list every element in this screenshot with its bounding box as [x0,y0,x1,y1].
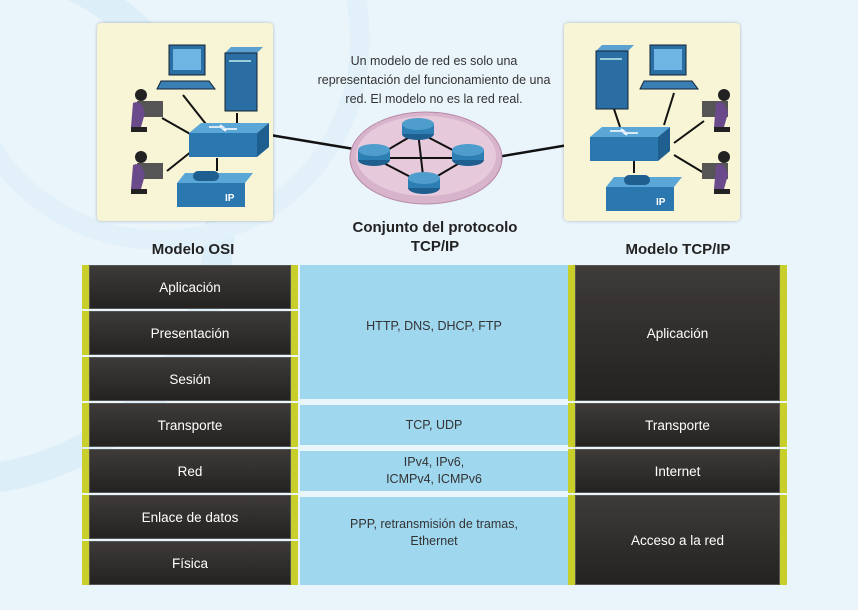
tcpip-layer-application: Aplicación [568,265,787,401]
router-icon [358,144,390,166]
protocols-internet-line2: ICMPv4, ICMPv6 [386,472,482,486]
protocols-application: HTTP, DNS, DHCP, FTP [366,318,502,333]
server-tower-icon [595,45,634,110]
protocols-internet-band: IPv4, IPv6, ICMPv4, ICMPv6 [300,451,568,491]
osi-layer-presentation: Presentación [82,311,298,355]
tcpip-layer-network-access: Acceso a la red [568,495,787,585]
network-cloud-icon [349,111,503,205]
svg-text:IP: IP [656,197,666,208]
tcpip-model-title: Modelo TCP/IP [625,241,731,258]
router-icon [402,118,434,140]
local-network-diagram: IP [131,44,269,207]
ip-phone-icon: IP [606,175,682,211]
ip-phone-icon: IP [177,171,253,207]
user-at-desk-icon [131,151,163,194]
computer-icon [156,44,216,90]
protocols-network-access-band: PPP, retransmisión de tramas, Ethernet [300,497,568,585]
tcpip-layer-internet: Internet [568,449,787,493]
switch-icon [189,123,269,157]
protocols-internet: IPv4, IPv6, ICMPv4, ICMPv6 [386,454,482,488]
router-icon [452,144,484,166]
protocols-transport: TCP, UDP [405,417,463,432]
osi-layer-session: Sesión [82,357,298,401]
protocols-network-access: PPP, retransmisión de tramas, Ethernet [350,516,518,550]
user-at-desk-icon [702,89,730,132]
user-at-desk-icon [702,151,730,194]
protocols-application-band: HTTP, DNS, DHCP, FTP [300,265,568,399]
protocols-transport-band: TCP, UDP [300,405,568,445]
protocols-network-access-line1: PPP, retransmisión de tramas, [350,517,518,531]
local-network-diagram: IP [590,44,730,211]
osi-layer-physical: Física [82,541,298,585]
router-icon [408,172,440,194]
model-caption: Un modelo de red es solo una representac… [317,54,551,106]
tcpip-network-illustration: IP [564,23,740,221]
tcpip-layer-transport: Transporte [568,403,787,447]
protocol-suite-title: Conjunto del protocolo TCP/IP [330,218,540,256]
osi-layer-data-link: Enlace de datos [82,495,298,539]
osi-network-illustration: IP [97,23,273,221]
protocols-internet-line1: IPv4, IPv6, [403,455,465,469]
protocol-suite-title-line2: TCP/IP [410,238,460,255]
osi-layer-transport: Transporte [82,403,298,447]
protocols-network-access-line2: Ethernet [410,534,458,548]
osi-layer-network: Red [82,449,298,493]
protocol-suite-title-line1: Conjunto del protocolo [352,219,518,236]
user-at-desk-icon [131,89,163,132]
osi-layer-application: Aplicación [82,265,298,309]
switch-icon [590,127,670,161]
computer-icon [639,44,699,90]
osi-model-title: Modelo OSI [151,241,235,258]
server-tower-icon [224,47,263,112]
svg-text:IP: IP [225,193,235,204]
